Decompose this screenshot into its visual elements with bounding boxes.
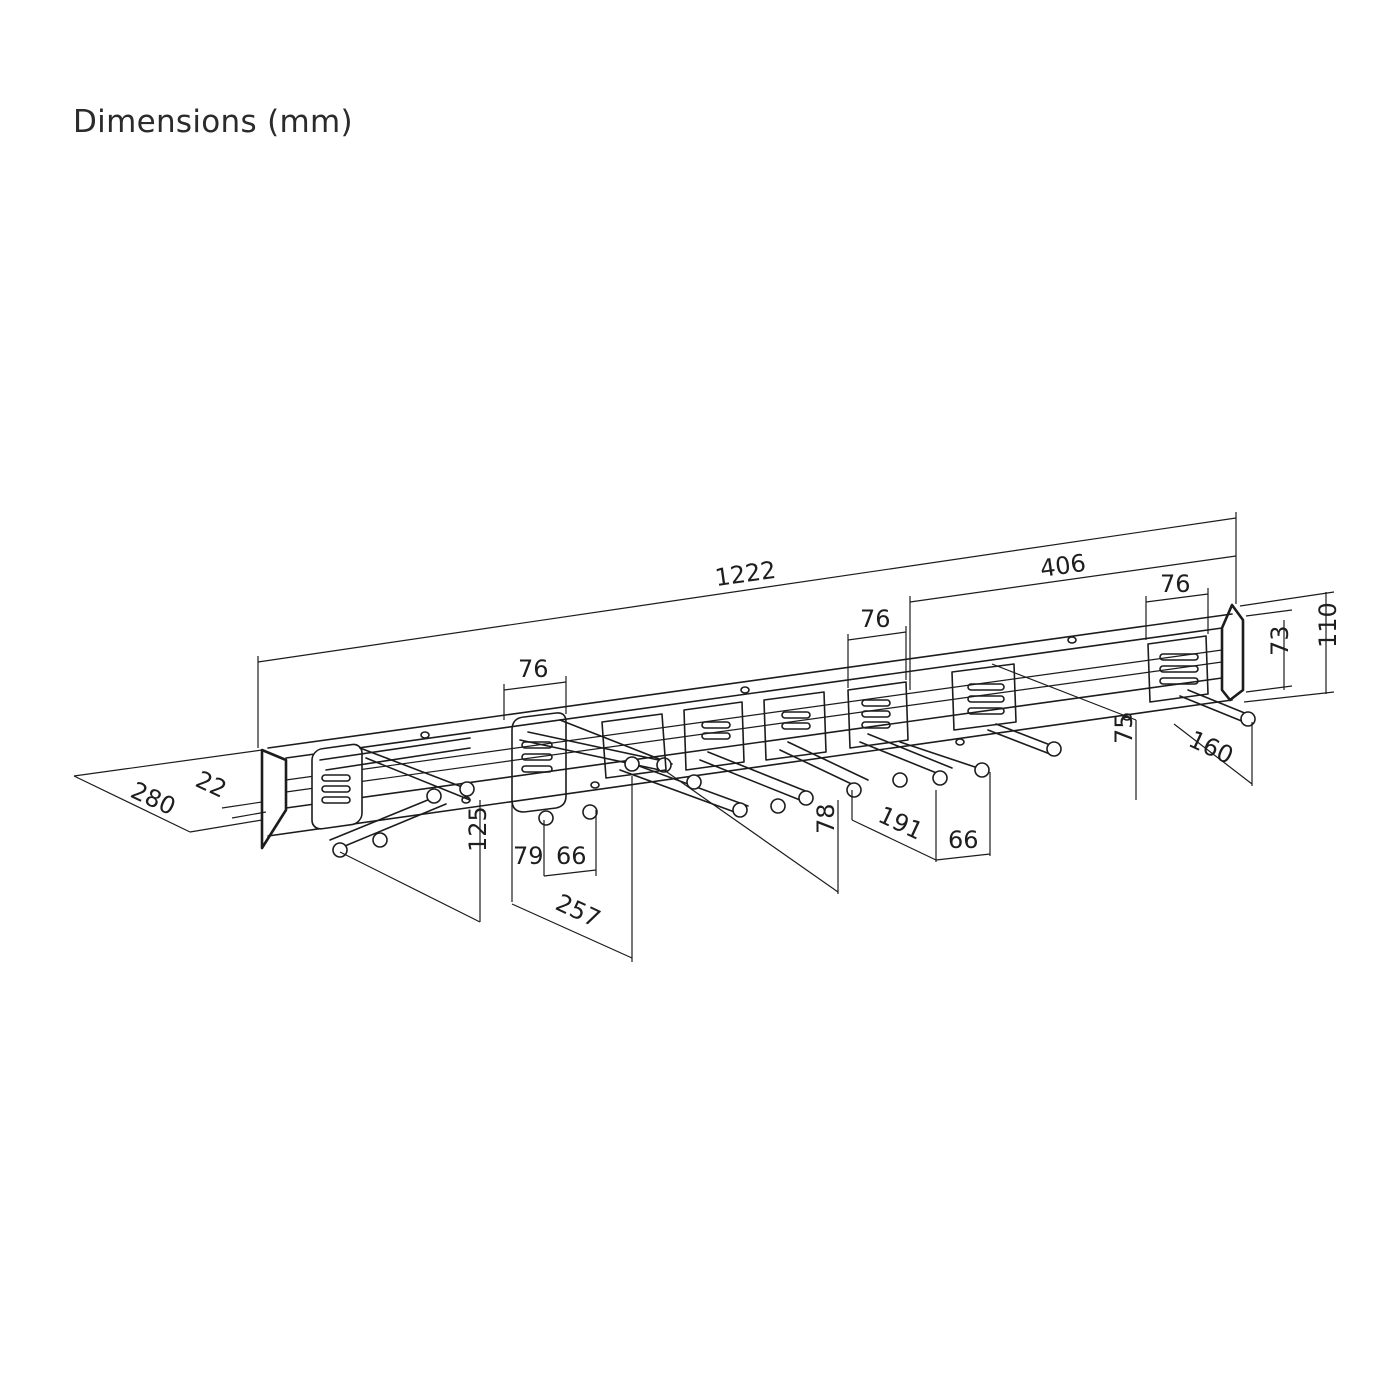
label-76-middle: 76 xyxy=(860,605,891,633)
label-76-left: 76 xyxy=(518,655,549,683)
hook-middle-group xyxy=(601,681,990,818)
label-66-right: 66 xyxy=(948,826,979,854)
dimension-lines: 1222 406 76 76 76 73 110 280 22 125 79 6… xyxy=(73,512,1342,962)
label-125: 125 xyxy=(464,806,492,852)
label-79: 79 xyxy=(513,842,544,870)
label-22: 22 xyxy=(191,765,231,803)
label-66-left: 66 xyxy=(556,842,587,870)
hook-single-right xyxy=(1147,635,1256,727)
rail-body xyxy=(260,603,1245,850)
page-title: Dimensions (mm) xyxy=(73,104,353,140)
label-110: 110 xyxy=(1314,602,1342,648)
label-73: 73 xyxy=(1266,625,1294,656)
hook-left-u xyxy=(311,737,475,858)
label-191: 191 xyxy=(874,801,927,846)
label-257: 257 xyxy=(551,889,604,934)
label-76-right: 76 xyxy=(1160,570,1191,598)
label-160: 160 xyxy=(1184,725,1237,770)
label-75: 75 xyxy=(1110,713,1138,744)
label-406: 406 xyxy=(1038,549,1087,583)
hook-single-75 xyxy=(951,663,1062,757)
label-78: 78 xyxy=(812,803,840,834)
